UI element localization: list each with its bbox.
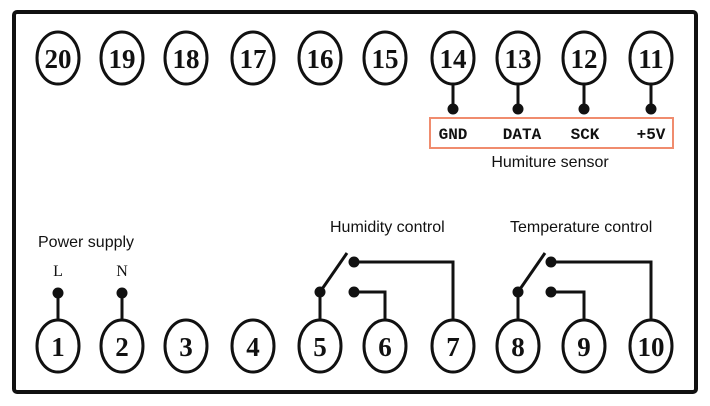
sensor-pin-gnd: GND	[439, 126, 468, 144]
terminal-15: 15	[362, 30, 408, 86]
sensor-caption: Humiture sensor	[491, 154, 609, 171]
terminal-16: 16	[297, 30, 343, 86]
terminal-number: 18	[173, 44, 200, 74]
terminal-8: 8	[495, 318, 541, 374]
sensor-pin-sck: SCK	[571, 126, 600, 144]
terminal-17: 17	[230, 30, 276, 86]
terminal-number: 20	[45, 44, 72, 74]
terminal-3: 3	[163, 318, 209, 374]
terminal-number: 16	[307, 44, 334, 74]
terminal-1: 1	[35, 318, 81, 374]
terminal-number: 7	[446, 332, 460, 362]
humidity-relay-switch	[314, 252, 455, 320]
sensor-leads	[447, 84, 657, 115]
terminal-19: 19	[99, 30, 145, 86]
sensor-pin-5v: +5V	[637, 126, 666, 144]
terminal-number: 3	[179, 332, 193, 362]
terminal-number: 10	[638, 332, 665, 362]
temperature-relay-switch	[512, 252, 653, 320]
power-leads	[52, 287, 128, 320]
terminal-number: 17	[240, 44, 267, 74]
terminal-2: 2	[99, 318, 145, 374]
terminal-number: 13	[505, 44, 532, 74]
terminal-4: 4	[230, 318, 276, 374]
line-n-label: N	[116, 263, 128, 280]
sensor-box	[429, 117, 674, 149]
terminal-number: 11	[638, 44, 664, 74]
terminal-10: 10	[628, 318, 674, 374]
terminal-13: 13	[495, 30, 541, 86]
sensor-pin-data: DATA	[503, 126, 542, 144]
terminal-number: 1	[51, 332, 65, 362]
temperature-control-label: Temperature control	[510, 219, 652, 236]
terminal-number: 2	[115, 332, 129, 362]
bottom-terminal-row: 1 2 3 4 5 6 7 8	[35, 318, 674, 374]
terminal-number: 19	[109, 44, 136, 74]
power-supply-label: Power supply	[38, 234, 134, 251]
terminal-9: 9	[561, 318, 607, 374]
top-terminal-row: 20 19 18 17 16 15 14 13	[35, 30, 674, 86]
terminal-number: 9	[577, 332, 591, 362]
terminal-number: 14	[440, 44, 467, 74]
terminal-number: 8	[511, 332, 525, 362]
terminal-5: 5	[297, 318, 343, 374]
terminal-18: 18	[163, 30, 209, 86]
terminal-12: 12	[561, 30, 607, 86]
terminal-number: 15	[372, 44, 399, 74]
terminal-number: 6	[378, 332, 392, 362]
terminal-number: 12	[571, 44, 598, 74]
terminal-number: 4	[246, 332, 260, 362]
terminal-7: 7	[430, 318, 476, 374]
terminal-number: 5	[313, 332, 327, 362]
terminal-14: 14	[430, 30, 476, 86]
panel-border	[12, 10, 698, 394]
terminal-6: 6	[362, 318, 408, 374]
line-l-label: L	[53, 263, 63, 280]
terminal-11: 11	[628, 30, 674, 86]
humidity-control-label: Humidity control	[330, 219, 445, 236]
terminal-20: 20	[35, 30, 81, 86]
